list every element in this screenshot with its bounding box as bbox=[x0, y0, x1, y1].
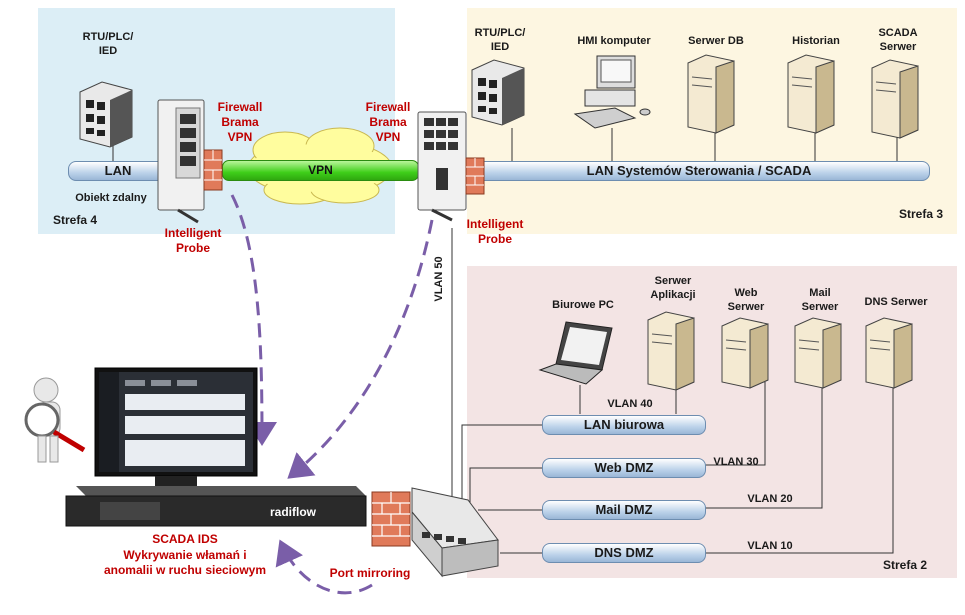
probe-label-zone4: Intelligent Probe bbox=[164, 226, 222, 255]
db-server-label: Serwer DB bbox=[688, 35, 744, 47]
vlan20-label: VLAN 20 bbox=[747, 493, 793, 505]
bus-dns-dmz: DNS DMZ bbox=[542, 543, 706, 563]
web-server-label: Web Serwer bbox=[727, 287, 765, 313]
zone3-connectors bbox=[112, 128, 898, 162]
ids-subtitle: Wykrywanie włamań i anomalii w ruchu sie… bbox=[103, 548, 267, 577]
brick-wall-icon bbox=[371, 491, 411, 547]
scada-server-label: SCADA Serwer bbox=[878, 27, 918, 53]
bus-label: Mail DMZ bbox=[595, 502, 653, 517]
app-server-label: Serwer Aplikacji bbox=[650, 275, 696, 301]
port-mirroring-label: Port mirroring bbox=[329, 566, 411, 580]
rtu-label-zone3: RTU/PLC/ IED bbox=[474, 27, 526, 53]
lan-label: LAN bbox=[104, 163, 132, 178]
ids-monitor-icon bbox=[94, 367, 258, 488]
brick-wall-icon bbox=[203, 149, 223, 191]
ids-appliance-icon: radiflow bbox=[65, 486, 367, 527]
vlan30-label: VLAN 30 bbox=[713, 456, 759, 468]
firewall-label-zone4: Firewall Brama VPN bbox=[217, 100, 263, 144]
hmi-label: HMI komputer bbox=[577, 35, 651, 47]
bus-label: DNS DMZ bbox=[594, 545, 654, 560]
probe-label-zone3: Intelligent Probe bbox=[466, 217, 524, 246]
scada-lan-bus: LAN Systemów Sterowania / SCADA bbox=[468, 161, 930, 181]
firewall-device-icon bbox=[157, 99, 205, 224]
dns-server-icon bbox=[865, 317, 913, 389]
mail-server-label: Mail Serwer bbox=[801, 287, 839, 313]
scada-lan-label: LAN Systemów Sterowania / SCADA bbox=[586, 163, 812, 178]
laptop-icon bbox=[538, 321, 613, 385]
app-server-icon bbox=[647, 311, 695, 391]
ids-brand-label: radiflow bbox=[270, 505, 317, 519]
rtu-icon bbox=[471, 59, 525, 126]
rtu-label-zone4: RTU/PLC/ IED bbox=[82, 31, 134, 57]
office-pc-label: Biurowe PC bbox=[552, 299, 614, 311]
lan-bus-zone4: LAN bbox=[68, 161, 168, 181]
vpn-label: VPN bbox=[308, 163, 333, 177]
mirror-flows bbox=[230, 194, 434, 595]
zone2-label: Strefa 2 bbox=[882, 558, 928, 572]
web-server-icon bbox=[721, 317, 769, 389]
ids-title: SCADA IDS bbox=[152, 532, 218, 546]
zone4-label: Strefa 4 bbox=[52, 213, 98, 227]
firewall-device-icon bbox=[417, 111, 467, 222]
bus-label: LAN biurowa bbox=[583, 417, 665, 432]
scada-server-icon bbox=[871, 59, 919, 139]
vpn-cloud bbox=[247, 127, 393, 205]
vlan40-label: VLAN 40 bbox=[607, 398, 653, 410]
historian-label: Historian bbox=[792, 35, 840, 47]
vlan10-label: VLAN 10 bbox=[747, 540, 793, 552]
zone2-connectors bbox=[461, 372, 894, 554]
db-server-icon bbox=[687, 54, 735, 134]
analyst-figure-icon bbox=[24, 377, 86, 463]
bus-mail-dmz: Mail DMZ bbox=[542, 500, 706, 520]
bus-lan-biurowa: LAN biurowa bbox=[542, 415, 706, 435]
dns-server-label: DNS Serwer bbox=[864, 296, 928, 308]
historian-server-icon bbox=[787, 54, 835, 134]
firewall-label-zone3: Firewall Brama VPN bbox=[365, 100, 411, 144]
zone3-label: Strefa 3 bbox=[898, 207, 944, 221]
bus-label: Web DMZ bbox=[594, 460, 654, 475]
brick-wall-icon bbox=[465, 157, 485, 195]
hmi-computer-icon bbox=[573, 55, 651, 129]
rtu-icon bbox=[79, 81, 133, 148]
bus-web-dmz: Web DMZ bbox=[542, 458, 706, 478]
vlan50-label: VLAN 50 bbox=[433, 256, 445, 302]
core-switch-icon bbox=[411, 487, 499, 578]
mail-server-icon bbox=[794, 317, 842, 389]
site-label: Obiekt zdalny bbox=[75, 192, 147, 204]
